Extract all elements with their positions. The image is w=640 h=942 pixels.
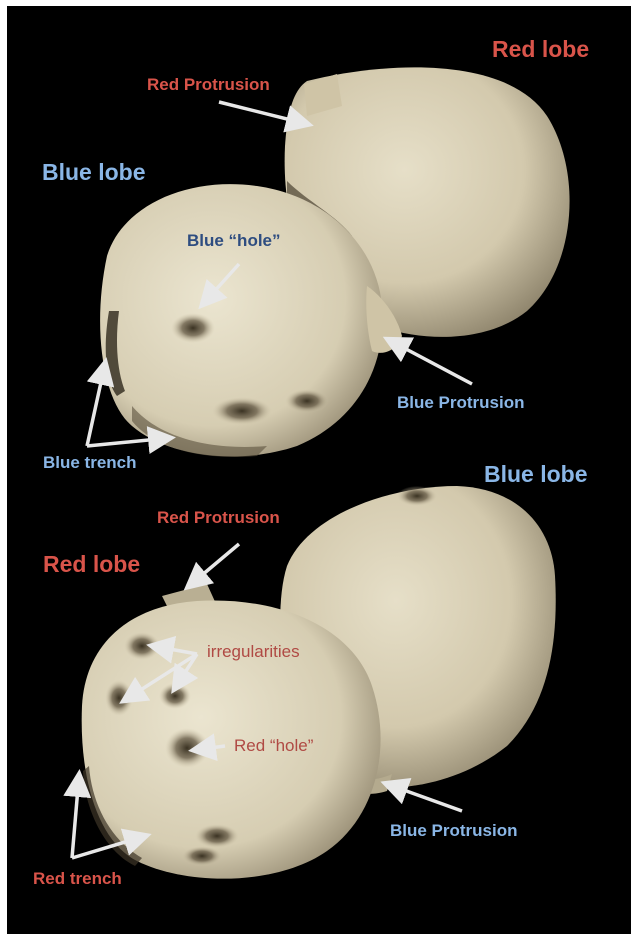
arrow-bottom-red-trench-1: [63, 769, 92, 859]
top-blue-protrusion-shape: [366, 286, 402, 353]
bottom-lower-dimple-1: [195, 824, 239, 848]
image-frame: Red lobe Red Protrusion Blue lobe Blue “…: [7, 6, 631, 934]
top-blue-lobe-shape: [100, 184, 383, 457]
arrow-bottom-blue-protrusion: [380, 777, 463, 813]
bottom-blue-lobe-label: Blue lobe: [484, 461, 588, 487]
bottom-red-hole-label: Red “hole”: [234, 736, 314, 755]
top-blue-hole-label: Blue “hole”: [187, 231, 281, 250]
top-red-lobe-label: Red lobe: [492, 36, 590, 62]
bottom-red-trench-label: Red trench: [33, 869, 122, 888]
bottom-blue-protrusion-label: Blue Protrusion: [390, 821, 518, 840]
top-blue-trench-label: Blue trench: [43, 453, 137, 472]
arrow-bottom-irregularities-1: [146, 635, 198, 664]
arrow-top-blue-hole: [198, 262, 241, 310]
arrow-top-blue-trench-1: [85, 357, 115, 447]
bottom-top-dimple: [397, 486, 437, 506]
top-lower-shadow-2: [285, 389, 329, 413]
bottom-lower-dimple-2: [182, 846, 222, 866]
top-lower-shadow-1: [212, 397, 272, 425]
arrow-bottom-irregularities-3: [171, 653, 199, 694]
arrow-top-blue-protrusion: [382, 336, 473, 386]
arrow-bottom-red-protrusion: [183, 542, 241, 591]
bottom-red-lobe-shape: [81, 600, 381, 879]
arrow-top-blue-trench-2: [86, 426, 176, 454]
bottom-red-lobe-label: Red lobe: [43, 551, 141, 577]
annotation-arrows: [63, 100, 473, 860]
top-blue-protrusion-label: Blue Protrusion: [397, 393, 525, 412]
arrow-bottom-red-hole: [188, 733, 226, 762]
top-red-protrusion-label: Red Protrusion: [147, 75, 270, 94]
top-blue-lobe-label: Blue lobe: [42, 159, 146, 185]
arrow-bottom-irregularities-2: [119, 652, 198, 704]
bottom-red-protrusion-label: Red Protrusion: [157, 508, 280, 527]
arrow-top-red-protrusion: [218, 100, 314, 133]
bottom-irregularities-label: irregularities: [207, 642, 300, 661]
arrow-bottom-red-trench-2: [71, 828, 152, 860]
top-blue-hole-shape: [171, 313, 215, 343]
nucleus-render: [63, 67, 570, 879]
